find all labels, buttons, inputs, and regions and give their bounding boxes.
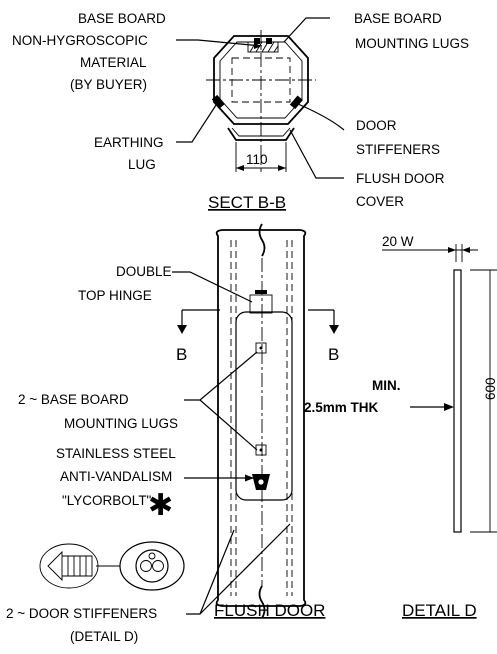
label-base-board-l3: MATERIAL [80, 55, 147, 70]
detail-d-title: DETAIL D [402, 601, 477, 620]
label-hinge-l1: DOUBLE [116, 264, 172, 279]
label-cover-l2: COVER [356, 194, 404, 209]
label-lugs-l1: BASE BOARD [354, 11, 442, 26]
mounting-lug-left [254, 38, 260, 44]
label-base-board-l4: (BY BUYER) [70, 77, 147, 92]
detail-d-view: 20 W MIN. 2.5mm THK 600 DETAIL D [304, 234, 497, 620]
lycorbolt-pin-1 [140, 560, 152, 572]
section-bb-view: 110 BASE BOARD NON-HYGROSCOPIC MATERIAL … [12, 11, 469, 212]
leader-base-board [176, 39, 263, 47]
label-earthing-l1: EARTHING [94, 135, 164, 150]
leader-hinge [172, 271, 253, 303]
flush-door-cover-inner [231, 127, 291, 137]
flush-door-cover [227, 127, 295, 141]
leader-lug-top [184, 351, 258, 401]
label-lugs-door-l2: MOUNTING LUGS [64, 416, 178, 431]
door-lug-top [255, 342, 267, 354]
earthing-lug-mark [211, 94, 225, 109]
label-door-stiffeners-l1: 2 ~ DOOR STIFFENERS [6, 606, 157, 621]
pole-body [215, 229, 307, 607]
dim-110-label: 110 [246, 152, 268, 167]
leader-lycorbolt-arrow [245, 474, 254, 482]
base-board [247, 41, 279, 53]
label-lugs-l2: MOUNTING LUGS [355, 36, 469, 51]
leader-base-board-arrow [254, 43, 262, 49]
break-top [258, 223, 266, 257]
lycorbolt-pin-3 [148, 552, 156, 560]
break-bottom [258, 585, 266, 619]
label-stiffeners-l1: DOOR [356, 118, 397, 133]
leader-mounting-lugs [283, 17, 330, 43]
detail-d-thk-l2: 2.5mm THK [304, 400, 379, 415]
section-arrow-right-head [329, 325, 339, 334]
pole-octagon-outline [213, 35, 309, 125]
label-earthing-l2: LUG [128, 157, 156, 172]
leader-stiffener-right [199, 523, 291, 615]
detail-d-width-label: 20 W [382, 234, 414, 249]
lycorbolt-side-view [39, 543, 99, 589]
label-cover-l1: FLUSH DOOR [356, 171, 445, 186]
leader-lug-bottom [199, 399, 258, 451]
flush-door-view: B B DOUBLE TOP HINGE 2 ~ BASE BOARD MOUN… [6, 223, 339, 644]
label-bolt-l3: "LYCORBOLT" [62, 493, 152, 508]
label-lugs-door-l1: 2 ~ BASE BOARD [18, 392, 129, 407]
flush-door-title: FLUSH DOOR [214, 601, 325, 620]
section-mark-left: B [176, 345, 187, 364]
section-bb-title: SECT B-B [208, 193, 286, 212]
leader-door-stiffeners [297, 103, 345, 131]
mounting-lug-right [266, 38, 272, 44]
door-lug-bottom [255, 444, 267, 456]
label-hinge-l2: TOP HINGE [78, 288, 152, 303]
detail-d-thk-l1: MIN. [372, 378, 401, 393]
double-top-hinge [249, 294, 273, 314]
lycorbolt-side-detail [47, 550, 93, 582]
leader-flush-door-cover [289, 129, 344, 179]
leader-thickness-arrow [444, 403, 454, 411]
pole-inner-outline [219, 41, 303, 119]
label-base-board-l2: NON-HYGROSCOPIC [12, 33, 148, 48]
hidden-outline [231, 57, 291, 103]
door-lug-top-hole [259, 346, 263, 350]
asterisk-mark: ✱ [148, 489, 173, 522]
hinge-pin [255, 290, 267, 294]
detail-d-length-label: 600 [483, 377, 497, 400]
door-stiffener-mark [289, 95, 303, 110]
label-bolt-l2: ANTI-VANDALISM [60, 469, 172, 484]
detail-d-width-arrows [448, 247, 470, 253]
label-door-stiffeners-l2: (DETAIL D) [70, 629, 138, 644]
stiffener-plate [453, 269, 462, 533]
lycorbolt-plan-ring [135, 549, 169, 583]
label-stiffeners-l2: STIFFENERS [356, 142, 440, 157]
leader-earthing [176, 101, 219, 143]
lycorbolt-pin-2 [152, 560, 164, 572]
section-arrow-left-head [177, 325, 187, 334]
door-outline [235, 311, 293, 501]
lycorbolt-plan-outline [119, 541, 185, 591]
lycorbolt-center [257, 478, 265, 486]
label-bolt-l1: STAINLESS STEEL [56, 446, 176, 461]
section-mark-right: B [328, 345, 339, 364]
label-base-board-l1: BASE BOARD [78, 11, 166, 26]
door-lug-bottom-hole [259, 448, 263, 452]
